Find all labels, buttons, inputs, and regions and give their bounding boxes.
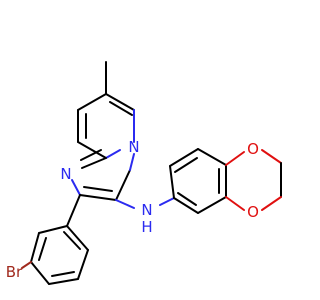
bromine-label: Br (6, 263, 23, 281)
bond (30, 232, 40, 263)
bond (38, 237, 47, 261)
bond (197, 196, 227, 214)
bond (173, 197, 199, 214)
bond (77, 249, 89, 280)
bond (105, 93, 135, 111)
imine-nitrogen-label: N (60, 165, 71, 183)
bond (81, 157, 107, 169)
imidazole-ring (71, 149, 135, 201)
amine-bond (115, 199, 135, 209)
chemical-structure: N N N H O O Br (6, 61, 282, 285)
bond (261, 196, 282, 211)
bond (159, 197, 175, 206)
bond (30, 261, 50, 285)
atom-labels: N N N H O O Br (6, 138, 259, 281)
bond (66, 225, 89, 251)
bond (79, 194, 117, 201)
bond (77, 93, 107, 111)
bond (169, 165, 175, 199)
top-oxygen-label: O (247, 140, 259, 158)
bond (177, 192, 197, 206)
bond (169, 148, 199, 167)
bond (71, 179, 81, 196)
bond (63, 231, 81, 250)
amine-nitrogen-label: N (141, 201, 152, 219)
bromophenyl-ring (30, 194, 89, 285)
amine-hydrogen-label: H (141, 218, 152, 236)
bond (51, 271, 75, 277)
bottom-oxygen-label: O (247, 203, 259, 221)
bond (83, 186, 113, 192)
bond (197, 148, 227, 166)
bond (38, 225, 68, 234)
bond (66, 194, 81, 227)
bond (105, 149, 121, 159)
bond (115, 169, 131, 201)
bond (48, 278, 79, 285)
bond (109, 101, 133, 116)
bridgehead-nitrogen-label: N (128, 138, 139, 156)
dioxine-ring (225, 149, 282, 211)
bond (261, 149, 282, 164)
pyridine-ring (77, 93, 135, 159)
bromine-bond (21, 261, 32, 269)
benzodioxine-benzene-ring (159, 148, 227, 214)
bond (77, 141, 107, 159)
bond (225, 151, 245, 166)
bond (174, 157, 198, 173)
bond (80, 149, 102, 161)
bond (129, 153, 135, 171)
bond (225, 196, 245, 211)
